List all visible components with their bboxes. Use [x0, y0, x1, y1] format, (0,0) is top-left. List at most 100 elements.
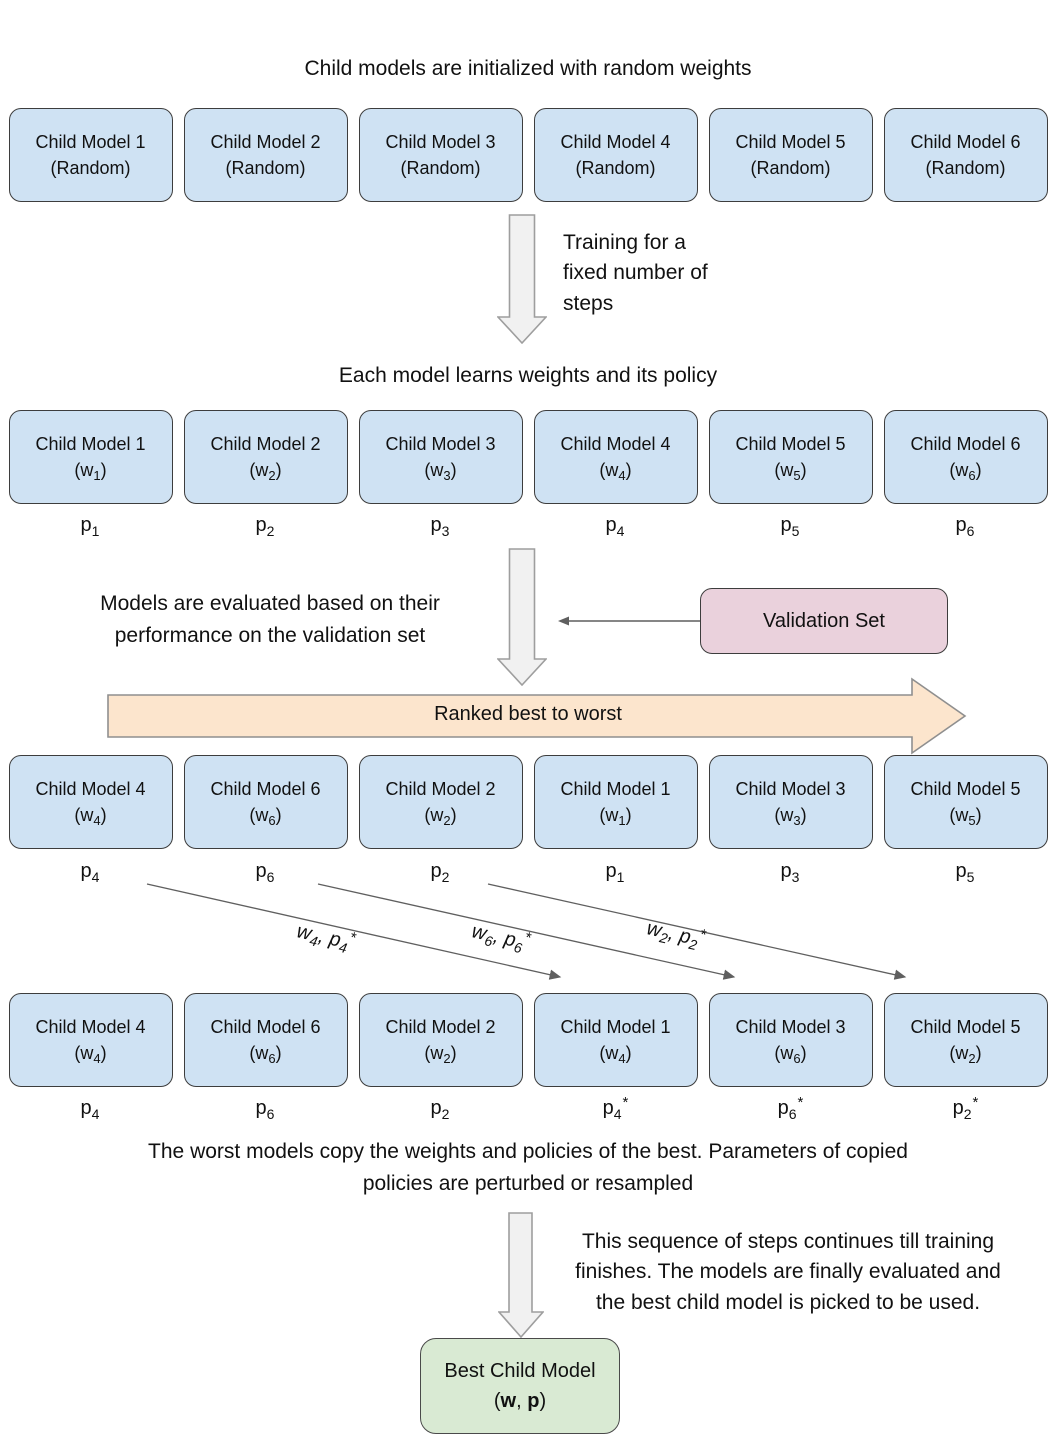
policy-row-ranked: p4 p6 p2 p1 p3 p5: [0, 860, 1056, 885]
child-model-box: Child Model 2 (w2): [358, 993, 523, 1087]
child-model-box: Child Model 3 (w6): [708, 993, 873, 1087]
child-model-box: Child Model 3 (w3): [358, 410, 523, 504]
policy-label: p4: [80, 1097, 100, 1122]
policy-row-copied: p4 p6 p2 p4* p6* p2*: [0, 1094, 1056, 1122]
box-weight: (w2): [424, 1043, 457, 1066]
row-trained-models: Child Model 1 (w1) Child Model 2 (w2) Ch…: [0, 410, 1056, 504]
box-title: Child Model 1: [560, 778, 671, 799]
policy-label: p5: [955, 860, 975, 885]
policy-label: p3: [430, 514, 450, 539]
policy-label: p4: [605, 514, 625, 539]
box-weight: (w4): [74, 1043, 107, 1066]
box-weight: (w5): [949, 805, 982, 828]
box-detail: (Random): [225, 158, 306, 178]
validation-arrow-icon: [556, 611, 706, 631]
policy-label: p5: [780, 514, 800, 539]
row-copied-models: Child Model 4 (w4) Child Model 6 (w6) Ch…: [0, 993, 1056, 1087]
box-title: Child Model 1: [35, 131, 146, 152]
box-detail: (Random): [400, 158, 481, 178]
box-title: Child Model 1: [35, 433, 146, 454]
eval-note: Models are evaluated based on their perf…: [100, 592, 440, 647]
child-model-box: Child Model 6 (Random): [883, 108, 1048, 202]
child-model-box: Child Model 3 (w3): [708, 755, 873, 849]
box-weight: (w2): [249, 460, 282, 483]
box-title: Child Model 6: [210, 778, 321, 799]
best-box-title: Best Child Model: [444, 1360, 596, 1382]
box-title: Child Model 5: [735, 433, 846, 454]
down-arrow-icon: [498, 1212, 544, 1338]
box-weight: (w6): [249, 1043, 282, 1066]
child-model-box: Child Model 1 (w1): [8, 410, 173, 504]
child-model-box: Child Model 6 (w6): [883, 410, 1048, 504]
policy-label: p4*: [602, 1094, 629, 1122]
policy-label: p2: [430, 860, 450, 885]
box-detail: (Random): [50, 158, 131, 178]
box-title: Child Model 4: [560, 131, 671, 152]
child-model-box: Child Model 4 (w4): [8, 755, 173, 849]
policy-row-trained: p1 p2 p3 p4 p5 p6: [0, 514, 1056, 539]
policy-label: p2*: [952, 1094, 979, 1122]
copy-note: The worst models copy the weights and po…: [148, 1140, 908, 1195]
child-model-box: Child Model 4 (w4): [533, 410, 698, 504]
box-weight: (w4): [599, 460, 632, 483]
box-title: Child Model 6: [910, 433, 1021, 454]
child-model-box: Child Model 5 (Random): [708, 108, 873, 202]
row-ranked-models: Child Model 4 (w4) Child Model 6 (w6) Ch…: [0, 755, 1056, 849]
box-detail: (Random): [925, 158, 1006, 178]
policy-label: p6*: [777, 1094, 804, 1122]
policy-label: p3: [780, 860, 800, 885]
box-title: Child Model 3: [735, 1016, 846, 1037]
box-title: Child Model 3: [385, 433, 496, 454]
box-weight: (w4): [74, 805, 107, 828]
policy-label: p6: [255, 860, 275, 885]
box-title: Child Model 6: [210, 1016, 321, 1037]
box-detail: (Random): [750, 158, 831, 178]
training-note: Training for a fixed number of steps: [563, 231, 708, 315]
title-init: Child models are initialized with random…: [304, 57, 752, 80]
box-weight: (w6): [949, 460, 982, 483]
validation-set-label: Validation Set: [763, 609, 885, 632]
box-title: Child Model 5: [910, 778, 1021, 799]
box-weight: (w1): [599, 805, 632, 828]
child-model-box: Child Model 2 (w2): [358, 755, 523, 849]
box-title: Child Model 5: [735, 131, 846, 152]
box-title: Child Model 4: [35, 778, 146, 799]
child-model-box: Child Model 5 (w5): [708, 410, 873, 504]
policy-label: p4: [80, 860, 100, 885]
ranked-arrow-icon: [106, 677, 968, 755]
box-weight: (w3): [424, 460, 457, 483]
policy-label: p1: [605, 860, 625, 885]
box-title: Child Model 2: [210, 433, 321, 454]
child-model-box: Child Model 5 (w5): [883, 755, 1048, 849]
validation-set-box: Validation Set: [700, 588, 948, 654]
box-weight: (w3): [774, 805, 807, 828]
down-arrow-icon: [497, 548, 547, 686]
box-weight: (w2): [949, 1043, 982, 1066]
child-model-box: Child Model 2 (Random): [183, 108, 348, 202]
box-detail: (Random): [575, 158, 656, 178]
child-model-box: Child Model 4 (w4): [8, 993, 173, 1087]
final-note: This sequence of steps continues till tr…: [575, 1230, 1001, 1314]
child-model-box: Child Model 4 (Random): [533, 108, 698, 202]
box-title: Child Model 5: [910, 1016, 1021, 1037]
policy-label: p1: [80, 514, 100, 539]
best-child-model-box: Best Child Model (w, p): [420, 1338, 620, 1434]
child-model-box: Child Model 5 (w2): [883, 993, 1048, 1087]
box-title: Child Model 6: [910, 131, 1021, 152]
box-title: Child Model 4: [560, 433, 671, 454]
child-model-box: Child Model 6 (w6): [183, 755, 348, 849]
title-learn: Each model learns weights and its policy: [338, 364, 718, 387]
policy-label: p2: [255, 514, 275, 539]
box-title: Child Model 3: [385, 131, 496, 152]
child-model-box: Child Model 6 (w6): [183, 993, 348, 1087]
box-title: Child Model 2: [210, 131, 321, 152]
row-initial-models: Child Model 1 (Random) Child Model 2 (Ra…: [0, 108, 1056, 202]
down-arrow-icon: [497, 214, 547, 344]
child-model-box: Child Model 1 (Random): [8, 108, 173, 202]
box-title: Child Model 1: [560, 1016, 671, 1037]
child-model-box: Child Model 3 (Random): [358, 108, 523, 202]
box-title: Child Model 2: [385, 1016, 496, 1037]
child-model-box: Child Model 1 (w1): [533, 755, 698, 849]
box-title: Child Model 2: [385, 778, 496, 799]
